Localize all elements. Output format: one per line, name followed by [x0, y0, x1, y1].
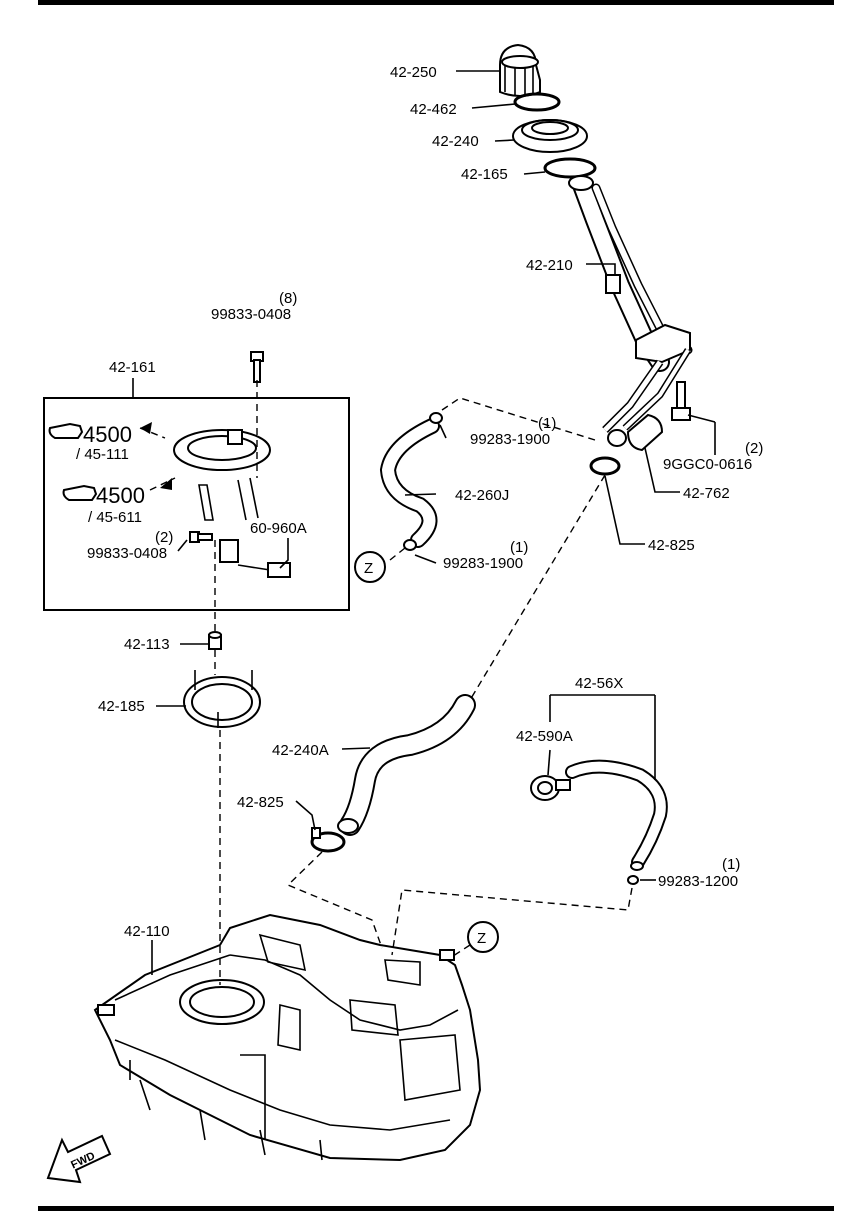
- label-42-185: 42-185: [98, 698, 145, 715]
- gasket-ring-42-185: [183, 670, 261, 728]
- ref-45-611: / 45-611: [88, 509, 142, 526]
- qty-9ggc0: (2): [745, 440, 763, 457]
- arrow-head-b: [160, 478, 172, 490]
- fuel-tank-42-110: [93, 913, 482, 1162]
- filler-pipe: [568, 175, 693, 433]
- label-99833-top: 99833-0408: [211, 306, 291, 323]
- ref-45-111: / 45-111: [76, 446, 129, 463]
- label-42-240a: 42-240A: [272, 742, 329, 759]
- fuel-cap: [499, 43, 541, 97]
- label-42-165: 42-165: [461, 166, 508, 183]
- clamp-42-825-bottom: [310, 827, 346, 853]
- part-labels: 42-250 42-462 42-240 42-165 42-210 (8) 9…: [69, 64, 763, 1171]
- label-42-825-bottom: 42-825: [237, 794, 284, 811]
- label-99283-1900-a: 99283-1900: [470, 431, 550, 448]
- label-42-250: 42-250: [390, 64, 437, 81]
- label-42-110: 42-110: [124, 923, 170, 940]
- hose-42-240a: [337, 694, 476, 836]
- label-42-260j: 42-260J: [455, 487, 509, 504]
- clamp-42-825-top: [589, 456, 621, 476]
- z-marker-right: [467, 921, 499, 953]
- label-42-113: 42-113: [124, 636, 170, 653]
- bolt-99833-left: [189, 531, 213, 543]
- qty-top-bolt: (8): [279, 290, 297, 307]
- ref-4500-a: 4500: [83, 422, 132, 447]
- fwd-arrow-icon: [46, 1134, 112, 1184]
- z-marker-left: [354, 551, 386, 583]
- label-42-161: 42-161: [109, 359, 156, 376]
- label-99283-1900-b: 99283-1900: [443, 555, 523, 572]
- qty-99283-c: (1): [722, 856, 740, 873]
- check-valve-42-762: [607, 413, 664, 452]
- o-ring-42-462: [513, 92, 561, 112]
- label-42-210: 42-210: [526, 257, 573, 274]
- label-42-590a: 42-590A: [516, 728, 573, 745]
- z-letter-right: Z: [477, 930, 486, 947]
- bolt-9ggc0: [671, 381, 691, 421]
- pump-unit-box: [43, 397, 350, 611]
- hand-pointer-icon: [48, 422, 84, 439]
- qty-99283-b: (1): [510, 539, 528, 556]
- label-99283-1200: 99283-1200: [658, 873, 738, 890]
- hand-pointer-icon: [62, 484, 98, 501]
- label-42-56x: 42-56X: [575, 675, 623, 692]
- vent-hose-42-56x: [565, 759, 668, 871]
- label-99833-left: 99833-0408: [87, 545, 167, 562]
- leader-lines: [132, 70, 716, 975]
- label-9ggc0-0616: 9GGC0-0616: [663, 456, 752, 473]
- bolt-99833-top: [250, 351, 264, 383]
- fuel-pump-unit: [173, 429, 291, 578]
- label-42-240: 42-240: [432, 133, 479, 150]
- arrow-head-a: [140, 422, 152, 434]
- bottom-rule: [38, 1206, 834, 1211]
- grommet-42-113: [208, 631, 222, 650]
- o-ring-42-165: [543, 157, 597, 179]
- qty-left-bolt: (2): [155, 529, 173, 546]
- label-42-462: 42-462: [410, 101, 457, 118]
- ref-4500-b: 4500: [96, 483, 145, 508]
- valve-42-590a: [530, 775, 571, 801]
- label-60-960a: 60-960A: [250, 520, 307, 537]
- qty-99283-a: (1): [538, 415, 556, 432]
- clamp-99283-1200: [627, 875, 639, 885]
- top-rule: [38, 0, 834, 5]
- label-42-762: 42-762: [683, 485, 730, 502]
- filler-neck-seat: [512, 119, 588, 153]
- hose-42-260j: [379, 412, 443, 551]
- z-letter-left: Z: [364, 560, 373, 577]
- label-42-825-top: 42-825: [648, 537, 695, 554]
